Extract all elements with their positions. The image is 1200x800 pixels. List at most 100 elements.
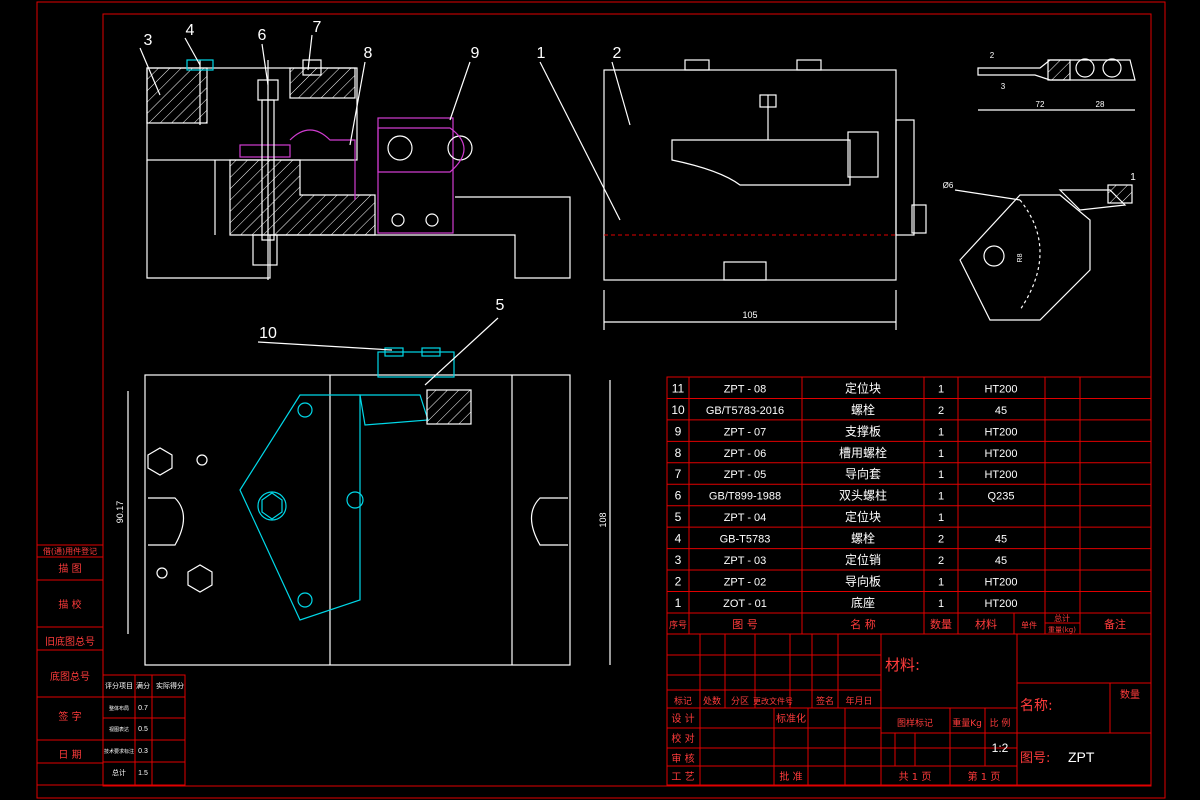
parts-cell-name: 支撑板 (845, 423, 881, 438)
parts-cell-name: 螺栓 (851, 402, 875, 417)
parts-cell-qty: 1 (938, 576, 944, 588)
parts-cell-code: ZPT - 03 (724, 555, 767, 567)
parts-cell-no: 2 (675, 574, 682, 588)
score-item: 视图表达 (109, 726, 129, 733)
left-strip-label: 日 期 (58, 749, 81, 761)
balloon-label: 8 (364, 45, 373, 62)
standard-label: 标准化 (776, 712, 806, 725)
detail-views: 72 28 2 3 Ø6 1 R8 (943, 51, 1136, 321)
balloon-label: 1 (1130, 172, 1136, 183)
parts-cell-qty: 2 (938, 405, 944, 417)
dimension-label: 105 (742, 310, 757, 320)
left-strip-label: 旧底图总号 (45, 635, 95, 648)
parts-cell-mat: HT200 (984, 448, 1017, 460)
review-label: 审 核 (671, 752, 694, 765)
rev-mark: 标记 (674, 695, 692, 707)
score-value: 0.3 (138, 748, 148, 755)
inner-frame (102, 13, 1152, 787)
left-strip: 借(通)用件登记 描 图 描 校 旧底图总号 底图总号 签 字 日 期 (36, 544, 104, 786)
outer-frame (36, 1, 1166, 799)
balloon-group: 3 4 6 7 8 9 1 2 (139, 19, 631, 221)
dimension-label: 108 (598, 512, 608, 527)
rev-date: 年月日 (845, 695, 872, 707)
dimension-label: 2 (990, 51, 995, 60)
balloon-label: 4 (186, 22, 195, 39)
parts-cell-mat: Q235 (988, 491, 1015, 503)
parts-header-total: 总计 (1054, 613, 1070, 623)
parts-cell-mat: 45 (995, 555, 1007, 567)
name-label: 名称: (1020, 698, 1053, 714)
parts-cell-qty: 1 (938, 448, 944, 460)
parts-cell-no: 4 (675, 532, 682, 546)
balloon-label: 10 (259, 325, 277, 342)
parts-header-qty: 数量 (930, 618, 952, 631)
score-value: 1.5 (138, 770, 148, 777)
parts-cell-mat: HT200 (984, 426, 1017, 438)
front-section-view (146, 59, 571, 280)
parts-cell-code: ZPT - 08 (724, 383, 767, 395)
parts-header-code: 图 号 (732, 618, 758, 631)
score-item: 技术要求标注 (104, 748, 134, 755)
parts-cell-no: 6 (675, 489, 682, 503)
parts-cell-code: ZPT - 02 (724, 576, 767, 588)
dimension-label: 3 (1001, 82, 1006, 91)
parts-cell-no: 7 (675, 467, 682, 481)
ratio-label: 比 例 (990, 717, 1011, 729)
parts-cell-name: 定位块 (845, 509, 881, 524)
parts-cell-mat: HT200 (984, 576, 1017, 588)
left-strip-label: 签 字 (58, 710, 81, 723)
parts-header-no: 序号 (669, 619, 687, 631)
parts-cell-code: ZPT - 04 (724, 512, 767, 524)
parts-header-name: 名 称 (850, 617, 876, 631)
parts-cell-qty: 1 (938, 426, 944, 438)
rev-zone: 分区 (731, 696, 749, 707)
parts-cell-name: 定位销 (845, 552, 881, 567)
parts-cell-qty: 1 (938, 598, 944, 610)
dimension-label: 28 (1096, 100, 1105, 109)
process-label: 工 艺 (671, 771, 694, 783)
parts-cell-code: GB-T5783 (720, 534, 771, 546)
parts-cell-mat: 45 (995, 534, 1007, 546)
left-strip-label: 借(通)用件登记 (43, 546, 97, 556)
left-strip-label: 描 图 (58, 562, 81, 575)
parts-cell-name: 槽用螺栓 (839, 445, 887, 460)
parts-cell-no: 10 (671, 403, 685, 417)
total-sheets: 共 1 页 (899, 771, 932, 783)
parts-cell-no: 5 (675, 510, 682, 524)
parts-cell-code: GB/T5783-2016 (706, 405, 784, 417)
rev-doc: 更改文件号 (753, 696, 793, 706)
scale-value: 1:2 (992, 741, 1009, 755)
parts-cell-mat: 45 (995, 405, 1007, 417)
balloon-label: 1 (537, 45, 546, 62)
parts-cell-no: 3 (675, 553, 682, 567)
parts-cell-name: 导向套 (845, 466, 881, 481)
parts-cell-no: 1 (675, 596, 682, 610)
check-label: 校 对 (671, 732, 694, 745)
score-item: 总计 (112, 768, 126, 777)
parts-header-note: 备注 (1104, 617, 1126, 631)
parts-cell-name: 底座 (851, 595, 875, 610)
parts-cell-mat: HT200 (984, 469, 1017, 481)
approve-label: 批 准 (779, 770, 802, 783)
parts-cell-name: 双头螺柱 (839, 488, 887, 503)
parts-cell-code: ZPT - 06 (724, 448, 767, 460)
balloon-label: 2 (613, 45, 622, 62)
balloon-label: 7 (313, 19, 322, 36)
parts-cell-code: ZPT - 07 (724, 426, 767, 438)
dimension-label: 72 (1036, 100, 1045, 109)
stage-mark-label: 图样标记 (897, 717, 933, 729)
parts-cell-qty: 2 (938, 534, 944, 546)
parts-cell-code: ZPT - 05 (724, 469, 767, 481)
parts-header-unit: 单件 (1021, 620, 1037, 630)
parts-header-weight: 重量(kg) (1048, 626, 1076, 634)
score-header: 实际得分 (156, 681, 184, 690)
balloon-label: 5 (496, 297, 505, 314)
parts-cell-no: 8 (675, 446, 682, 460)
score-value: 0.5 (138, 726, 148, 733)
parts-header-mat: 材料 (975, 617, 997, 631)
parts-cell-name: 定位块 (845, 380, 881, 395)
dimension-label: 90.17 (115, 501, 125, 524)
plan-view: 90.17 108 10 5 (115, 297, 611, 666)
weight-label: 重量Kg (952, 717, 982, 729)
